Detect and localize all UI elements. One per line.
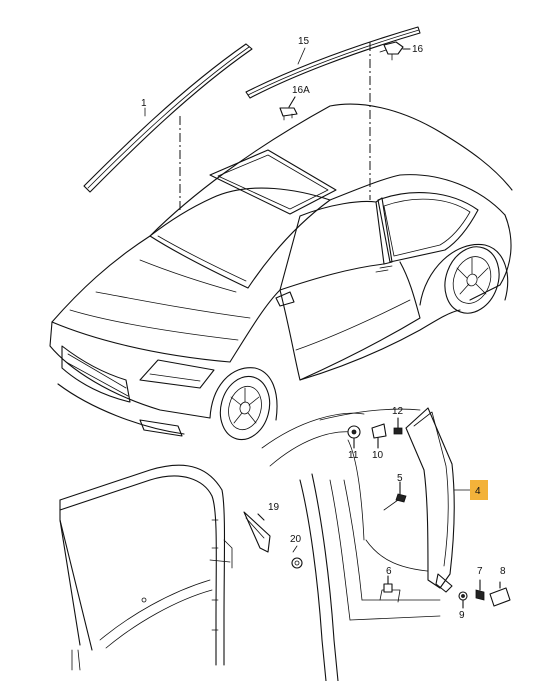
label-part-1: 1 bbox=[141, 98, 147, 109]
part-9-nut bbox=[458, 591, 468, 609]
part-1-roof-molding bbox=[83, 43, 253, 193]
car-illustration bbox=[49, 103, 513, 441]
part-20-nut bbox=[291, 545, 303, 569]
label-part-7: 7 bbox=[477, 566, 483, 577]
label-part-15: 15 bbox=[298, 36, 310, 47]
part-10-clip bbox=[371, 423, 387, 449]
part-4-pillar-trim bbox=[405, 407, 455, 593]
part-16a-clip bbox=[279, 96, 298, 121]
label-part-10: 10 bbox=[372, 450, 384, 461]
label-part-19: 19 bbox=[268, 502, 280, 513]
part-6-clip bbox=[383, 575, 393, 593]
label-part-20: 20 bbox=[290, 534, 302, 545]
part-11-clip bbox=[347, 425, 361, 449]
label-part-4: 4 bbox=[475, 486, 481, 497]
part-12-screw bbox=[393, 417, 403, 435]
part-19-mirror-cover bbox=[243, 511, 271, 553]
highlight-part-4 bbox=[470, 480, 488, 500]
label-part-12: 12 bbox=[392, 406, 404, 417]
part-8-cap bbox=[489, 581, 511, 607]
part-15-roof-rail bbox=[245, 26, 421, 99]
label-part-8: 8 bbox=[500, 566, 506, 577]
label-part-9: 9 bbox=[459, 610, 465, 621]
label-part-16: 16 bbox=[412, 44, 424, 55]
part-7-screw bbox=[475, 579, 485, 601]
part-5-screw bbox=[383, 481, 407, 511]
label-part-6: 6 bbox=[386, 566, 392, 577]
part-16-clip bbox=[379, 41, 411, 61]
door-frame-illustration bbox=[59, 464, 233, 671]
label-part-5: 5 bbox=[397, 473, 403, 484]
leader-line-15 bbox=[297, 47, 306, 65]
label-part-11: 11 bbox=[348, 450, 359, 461]
label-part-16a: 16A bbox=[292, 85, 310, 96]
